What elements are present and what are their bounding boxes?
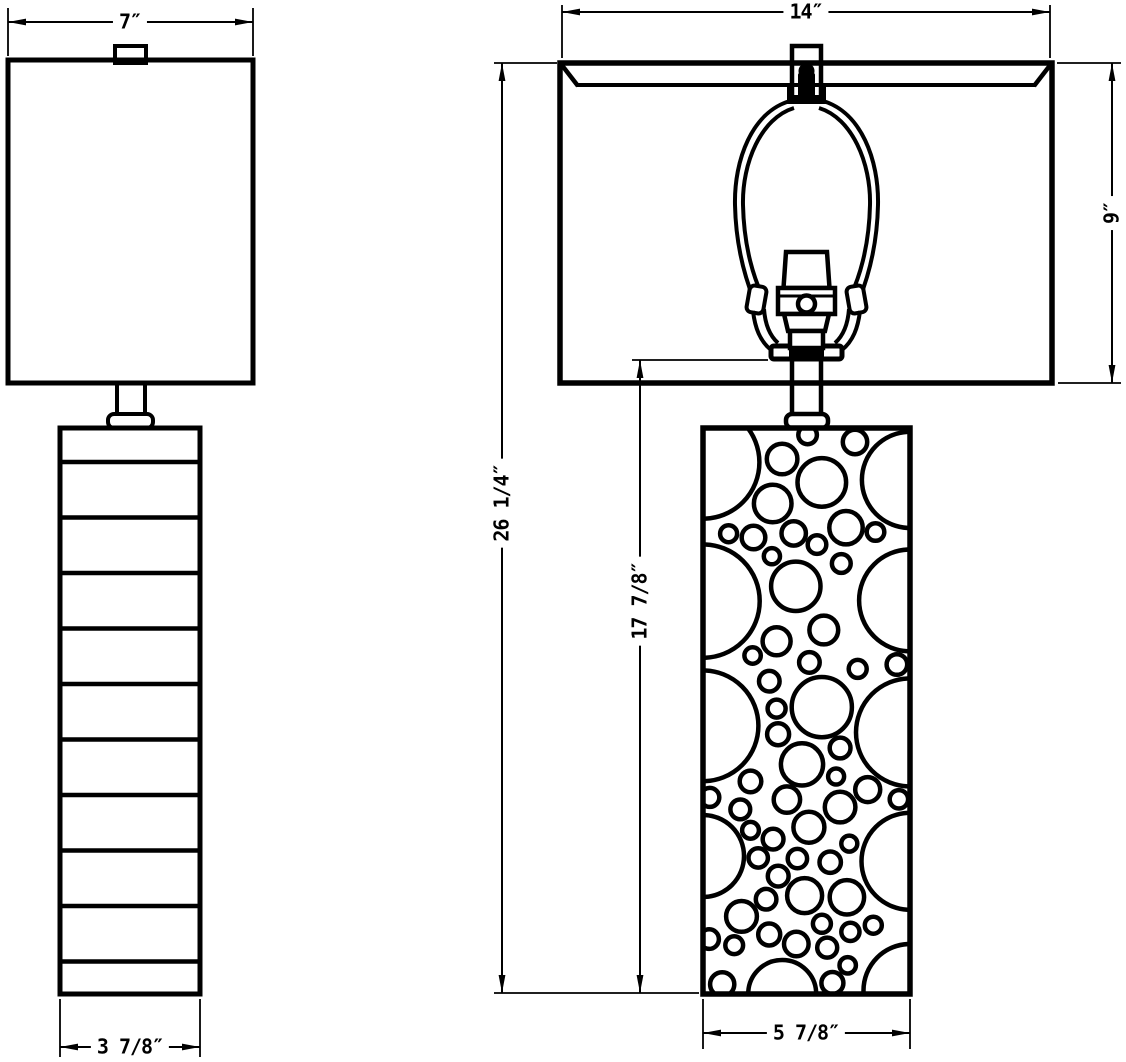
bubble-circle	[861, 941, 908, 992]
bubble-circle	[887, 787, 908, 811]
front-base-column	[700, 425, 913, 997]
harp-wires	[732, 99, 881, 301]
bubble-circle	[765, 697, 788, 720]
bubble-circle	[717, 522, 740, 545]
side-finial	[113, 44, 148, 65]
bubble-circle	[723, 898, 760, 935]
bubble-circle	[737, 768, 764, 795]
bubble-circle	[819, 969, 846, 992]
bubble-circle	[705, 812, 747, 900]
bubble-circle	[840, 430, 870, 457]
harp-lower-arms	[751, 308, 862, 352]
side-base-stripes	[62, 459, 198, 964]
bubble-circle	[705, 785, 722, 810]
bubble-circle	[814, 935, 840, 960]
bubble-circle	[827, 735, 853, 761]
bubble-circle	[771, 784, 803, 816]
front-view	[494, 5, 1121, 1049]
dim-front-total-height	[494, 62, 699, 994]
bubble-circle	[810, 912, 834, 936]
bubble-circle	[829, 551, 853, 576]
dim-label-front-total-height: 26 1/4″	[490, 458, 514, 548]
dim-label-side-shade-width: 7″	[112, 10, 148, 34]
socket-switch-knob	[795, 293, 818, 315]
bubble-circle	[746, 957, 819, 992]
bubble-circle	[779, 518, 809, 548]
bubble-circle	[756, 668, 782, 694]
dim-label-front-shade-width: 14″	[783, 0, 829, 24]
dim-label-side-base-width: 3 7/8″	[90, 1035, 170, 1059]
side-base-column	[57, 425, 203, 997]
dim-front-body-height	[632, 359, 768, 993]
bubble-circle	[781, 929, 811, 959]
bubble-circle	[846, 657, 869, 681]
bubble-circle	[705, 542, 762, 660]
bubble-circle	[839, 920, 862, 944]
bubble-circle	[822, 789, 858, 825]
bubble-circle	[796, 649, 822, 675]
harp-top-bracket	[789, 95, 824, 104]
side-view	[5, 8, 256, 1057]
side-shade	[5, 44, 256, 386]
bubble-circle	[791, 809, 827, 845]
bubble-circle	[728, 797, 753, 822]
bubble-circle	[827, 877, 867, 917]
bubble-circle	[764, 441, 800, 477]
bubble-pattern	[705, 430, 908, 992]
bubble-circle	[778, 741, 826, 788]
bubble-circle	[739, 523, 768, 552]
bubble-circle	[705, 668, 761, 784]
dim-label-front-base-width: 5 7/8″	[766, 1021, 846, 1045]
bubble-circle	[853, 676, 908, 789]
bubble-circle	[705, 927, 722, 952]
bubble-circle	[839, 833, 860, 854]
bubble-circle	[753, 886, 779, 912]
bubble-circle	[784, 875, 825, 916]
bubble-circle	[764, 720, 792, 748]
bubble-circle	[760, 826, 786, 852]
bubble-circle	[707, 969, 737, 992]
socket-cap	[787, 328, 826, 351]
bubble-circle	[768, 559, 823, 614]
dim-label-front-body-height: 17 7/8″	[628, 556, 652, 646]
bubble-circle	[742, 645, 764, 666]
bubble-circle	[705, 430, 762, 521]
bubble-circle	[825, 766, 847, 787]
front-socket	[775, 249, 838, 431]
bubble-circle	[746, 845, 771, 870]
bubble-circle	[884, 651, 908, 678]
side-neck	[106, 383, 155, 430]
bubble-circle	[805, 533, 829, 557]
bubble-circle	[856, 547, 908, 654]
bubble-circle	[785, 846, 810, 871]
bubble-circle	[765, 863, 791, 889]
dim-label-front-shade-height: 9″	[1100, 195, 1124, 231]
bubble-circle	[751, 482, 794, 525]
bubble-circle	[852, 774, 883, 805]
bubble-circle	[859, 810, 908, 912]
front-base-outline	[700, 425, 913, 997]
bubble-circle	[761, 545, 783, 567]
bubble-circle	[739, 819, 762, 841]
socket-shell	[781, 249, 832, 291]
bubble-circle	[817, 849, 844, 876]
bubble-circle	[760, 625, 793, 658]
bubble-circle	[795, 455, 849, 509]
bubble-circle	[859, 430, 908, 531]
bubble-circle	[723, 934, 746, 957]
bubble-circle	[789, 674, 855, 740]
bubble-circle	[807, 613, 841, 647]
bubble-circle	[827, 508, 865, 547]
bubble-circle	[755, 921, 783, 948]
bubble-circle	[796, 430, 820, 447]
bubble-circle	[837, 954, 859, 976]
bubble-circle	[864, 520, 887, 544]
bubble-circle	[862, 914, 885, 936]
